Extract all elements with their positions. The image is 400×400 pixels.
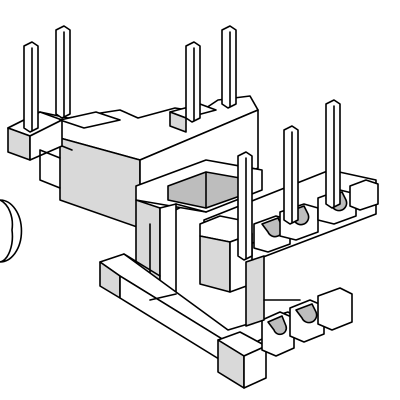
pin-head-block-1-front (199, 235, 231, 293)
right-pin-3 (325, 99, 341, 209)
upper-pin-4 (221, 25, 237, 109)
upper-pin-1 (23, 41, 39, 133)
right-pin-2 (283, 125, 299, 225)
lower-clip-3 (317, 287, 353, 331)
upper-pins (23, 25, 237, 133)
lower-foot-side (243, 345, 267, 389)
right-pin-1 (237, 151, 253, 261)
pin-clip-4 (349, 179, 379, 211)
reference-circle-mark (0, 199, 23, 263)
lower-clip-2-slot (295, 303, 318, 324)
upper-notch-block-2-front (169, 111, 187, 133)
right-pins (237, 99, 341, 261)
upper-notch-block-1 (59, 111, 121, 129)
lower-detail-lines (123, 253, 301, 301)
center-core-window (135, 159, 263, 301)
core-lower-leg (245, 255, 265, 327)
upper-pin-3 (185, 41, 201, 123)
lower-flange (99, 253, 353, 389)
upper-bar-step-lines (39, 145, 73, 189)
upper-pin-2 (55, 25, 71, 119)
lower-clip-1-slot (267, 315, 288, 336)
